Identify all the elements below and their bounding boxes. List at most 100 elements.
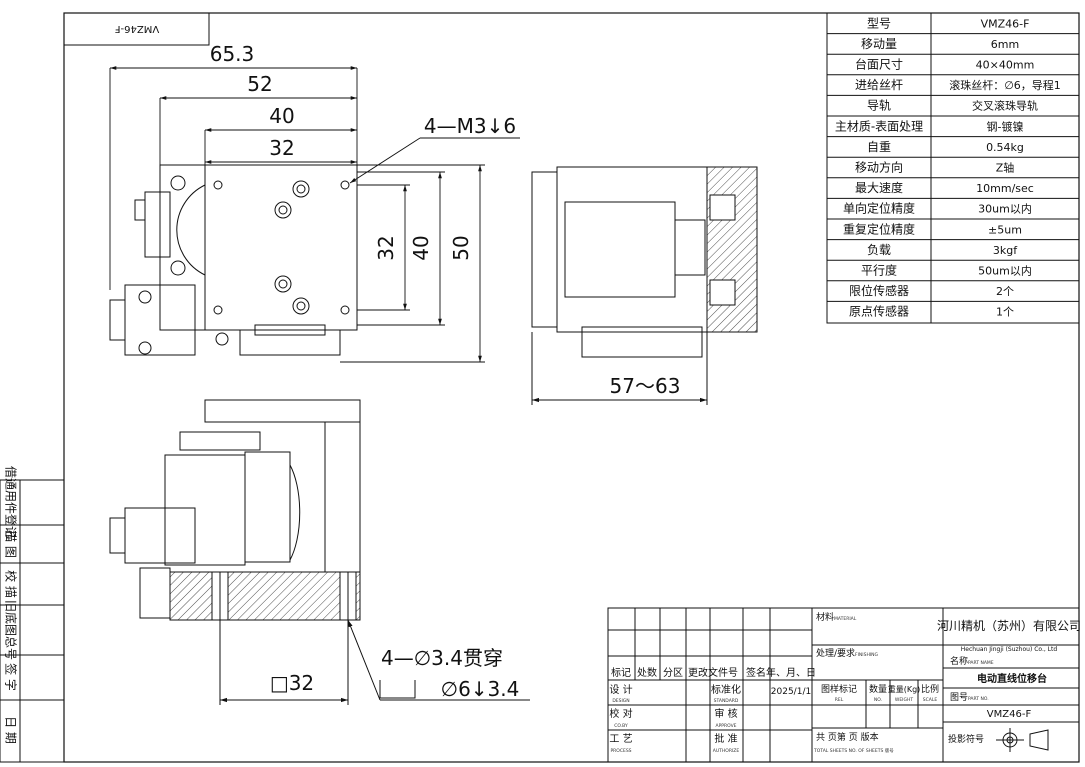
spec-value: 50um以内 bbox=[978, 264, 1032, 278]
tb-weight: 重量(Kg) bbox=[888, 684, 921, 694]
tb-no-label-en: PART NO. bbox=[968, 696, 989, 702]
tb-sheets-en: TOTAL SHEETS NO. OF SHEETS 版号 bbox=[813, 747, 894, 754]
tb-material-en: MATERIAL bbox=[834, 616, 857, 622]
tb-standard-en: STANDARD bbox=[714, 698, 739, 704]
mirror-label: VMZ46-F bbox=[115, 23, 160, 34]
tb-check-en: CO.BY bbox=[614, 723, 628, 729]
tb-col-date: 年、月、日 bbox=[766, 666, 816, 679]
spec-value: 3kgf bbox=[993, 244, 1018, 257]
top-view-dims bbox=[109, 66, 520, 363]
spec-label: 单向定位精度 bbox=[843, 201, 915, 216]
spec-label: 限位传感器 bbox=[849, 283, 909, 298]
tb-sheets: 共 页第 页 版本 bbox=[816, 731, 879, 743]
spec-value: 钢-镀镍 bbox=[987, 119, 1024, 133]
spec-value: 滚珠丝杆：∅6，导程1 bbox=[949, 78, 1061, 92]
margin-label-tracing: 描 图 bbox=[4, 530, 18, 558]
spec-label: 台面尺寸 bbox=[855, 57, 903, 72]
tb-stage: 图样标记 bbox=[821, 683, 857, 695]
dim-v-50: 50 bbox=[449, 235, 473, 260]
spec-value: VMZ46-F bbox=[981, 17, 1030, 30]
spec-value: 交叉滚珠导轨 bbox=[972, 99, 1038, 113]
spec-label: 移动方向 bbox=[855, 160, 903, 175]
dim-57-63: 57～63 bbox=[610, 374, 681, 398]
spec-label: 主材质-表面处理 bbox=[835, 119, 923, 133]
callout-m3: 4—M3↓6 bbox=[424, 114, 516, 138]
tb-date: 2025/1/1 bbox=[771, 687, 811, 697]
tb-name-label-en: PART NAME bbox=[968, 660, 994, 666]
tb-finish: 处理/要求 bbox=[816, 647, 855, 659]
tb-no-label: 图号 bbox=[950, 692, 968, 703]
tb-design-en: DESIGN bbox=[612, 698, 629, 704]
tb-scale: 比例 bbox=[921, 683, 939, 695]
dim-52: 52 bbox=[247, 72, 272, 96]
callout-counterbore: ∅6↓3.4 bbox=[441, 677, 520, 701]
tb-qty: 数量 bbox=[869, 683, 887, 695]
tb-finish-en: FINISHING bbox=[855, 652, 879, 658]
tb-company: 河川精机（苏州）有限公司 bbox=[937, 619, 1081, 633]
tb-check: 校 对 bbox=[609, 707, 632, 720]
top-view bbox=[109, 164, 358, 356]
tb-part-no: VMZ46-F bbox=[987, 709, 1032, 720]
tb-col-count: 处数 bbox=[637, 666, 657, 679]
dim-32: 32 bbox=[269, 136, 294, 160]
tb-approve: 批 准 bbox=[714, 732, 737, 745]
tb-col-change: 更改文件号 bbox=[688, 666, 738, 679]
tb-weight-en: WEIGHT bbox=[895, 697, 913, 703]
tb-scale-en: SCALE bbox=[923, 697, 938, 703]
tb-name-label: 名称 bbox=[950, 655, 968, 667]
mirror-label-box bbox=[63, 12, 210, 46]
tb-review: 审 核 bbox=[714, 707, 737, 720]
dim-v-40: 40 bbox=[409, 235, 433, 260]
spec-label: 重复定位精度 bbox=[843, 221, 915, 236]
left-margin-block bbox=[0, 479, 65, 763]
margin-label-old-no: 旧底图总号 bbox=[4, 600, 19, 660]
spec-label: 移动量 bbox=[861, 37, 897, 51]
spec-label: 原点传感器 bbox=[849, 304, 909, 319]
side-view bbox=[531, 166, 758, 405]
tb-stage-en: REL bbox=[835, 697, 844, 703]
margin-label-date: 日 期 bbox=[4, 716, 18, 744]
spec-value: 1个 bbox=[996, 306, 1014, 319]
dim-v-32: 32 bbox=[374, 235, 398, 260]
spec-table-rows: 型号 VMZ46-F 移动量 6mm 台面尺寸 40×40mm 进给丝杆 滚珠丝杆：∅6，导程… bbox=[827, 16, 1079, 319]
spec-value: ±5um bbox=[988, 223, 1022, 236]
dim-40: 40 bbox=[269, 104, 294, 128]
margin-label-reg: 借通用件登记 bbox=[4, 466, 19, 538]
spec-label: 平行度 bbox=[861, 263, 897, 278]
tb-company-en: Hechuan Jingji (Suzhou) Co., Ltd bbox=[961, 646, 1058, 653]
tb-process-en: PROCESS bbox=[610, 748, 631, 754]
tb-part-name: 电动直线位移台 bbox=[977, 672, 1047, 685]
spec-value: 40×40mm bbox=[976, 59, 1035, 72]
dim-square-32: □32 bbox=[270, 671, 314, 695]
tb-design: 设 计 bbox=[609, 683, 632, 696]
tb-col-zone: 分区 bbox=[663, 667, 683, 679]
front-view bbox=[109, 399, 530, 705]
tb-projection: 投影符号 bbox=[948, 733, 984, 745]
spec-label: 自重 bbox=[867, 140, 891, 154]
tb-standard: 标准化 bbox=[711, 683, 741, 696]
spec-value: 10mm/sec bbox=[976, 182, 1034, 195]
spec-value: Z轴 bbox=[996, 161, 1015, 175]
tb-approve-en: AUTHORIZE bbox=[713, 748, 740, 754]
callout-through-hole: 4—∅3.4贯穿 bbox=[381, 646, 503, 670]
spec-value: 0.54kg bbox=[986, 141, 1024, 154]
projection-symbol-icon bbox=[996, 728, 1049, 752]
margin-label-sign: 签 字 bbox=[4, 663, 19, 691]
dim-65-3: 65.3 bbox=[210, 42, 255, 66]
spec-label: 型号 bbox=[867, 16, 891, 30]
tb-qty-en: NO. bbox=[874, 697, 882, 703]
spec-value: 6mm bbox=[991, 38, 1019, 51]
tb-col-mark: 标记 bbox=[611, 667, 631, 679]
spec-value: 2个 bbox=[996, 285, 1014, 298]
spec-value: 30um以内 bbox=[978, 202, 1032, 216]
tb-process: 工 艺 bbox=[609, 733, 632, 745]
tb-review-en: APPROVE bbox=[715, 723, 736, 729]
spec-label: 导轨 bbox=[867, 99, 891, 113]
spec-label: 进给丝杆 bbox=[855, 78, 903, 92]
spec-label: 最大速度 bbox=[855, 180, 903, 195]
title-block bbox=[607, 607, 1080, 763]
tb-material: 材料 bbox=[816, 611, 834, 623]
drawing-frame bbox=[63, 12, 1080, 763]
spec-label: 负载 bbox=[867, 243, 891, 257]
